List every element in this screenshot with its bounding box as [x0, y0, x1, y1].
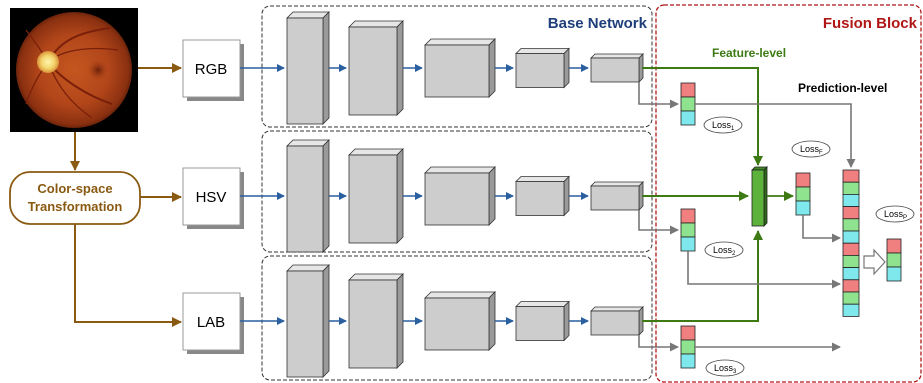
concatenated-stack-cell-12: [842, 303, 860, 317]
svg-text:Loss3: Loss3: [714, 363, 737, 375]
arrow-to-pred-lab: [638, 335, 679, 352]
layer-lab-1: [286, 264, 330, 378]
fusion-output-stack-cell-3: [795, 200, 811, 216]
prediction-stack-lab-cell-1: [680, 325, 696, 341]
green-arrow-lab: [642, 230, 763, 322]
concatenated-stack-cell-8: [842, 254, 860, 268]
loss3-label: Loss3: [705, 359, 745, 377]
layer-lab-2: [348, 273, 404, 369]
final-prediction-stack-cell-2: [886, 252, 902, 268]
layer-hsv-3: [424, 166, 496, 226]
green-arrow-rgb: [642, 67, 763, 166]
color-space-transformation-box: [9, 171, 141, 225]
brown-arrows: [70, 63, 182, 327]
loss2-label: Loss2: [704, 241, 744, 259]
final-prediction-stack-cell-1: [886, 238, 902, 254]
prediction-stack-rgb-cell-2: [680, 96, 696, 112]
lossp-label: LossP: [875, 205, 915, 223]
concatenated-stack-cell-5: [842, 218, 860, 232]
layer-rgb-2: [348, 20, 404, 116]
arrow-to-pred-hsv: [638, 210, 679, 235]
layer-hsv-2: [348, 148, 404, 244]
input-rgb-label: RGB: [195, 61, 228, 78]
input-lab-label: LAB: [197, 314, 225, 331]
concatenated-stack-cell-11: [842, 291, 860, 305]
input-hsv-box: HSV: [182, 167, 244, 229]
loss1-label: Loss1: [703, 116, 743, 134]
layer-lab-3: [424, 291, 496, 351]
final-prediction-stack: [886, 238, 902, 282]
input-lab-box: LAB: [182, 292, 244, 354]
fundus-image: [10, 8, 138, 132]
base-network-title: Base Network: [548, 15, 648, 32]
base-network-region-hsv: [261, 130, 653, 253]
prediction-stack-hsv-cell-2: [680, 222, 696, 238]
prediction-stack-rgb: [680, 82, 696, 126]
transform-label-line1: Color-space: [37, 181, 112, 196]
svg-text:Loss1: Loss1: [712, 120, 735, 132]
svg-text:LossP: LossP: [884, 209, 907, 221]
feature-fusion-bar: [751, 166, 768, 227]
layer-hsv-1: [286, 139, 330, 253]
fusion-output-stack: [795, 172, 811, 216]
arrow-to-pred-rgb: [638, 82, 679, 109]
layer-rgb-1: [286, 11, 330, 125]
base-network-region-rgb: [261, 5, 653, 128]
fusion-output-stack-cell-1: [795, 172, 811, 188]
prediction-stack-lab: [680, 325, 696, 369]
concatenated-stack-cell-6: [842, 230, 860, 244]
lossf-label: LossF: [791, 140, 831, 158]
prediction-stack-lab-cell-3: [680, 353, 696, 369]
prediction-stack-hsv-cell-1: [680, 208, 696, 224]
concatenated-stack-cell-3: [842, 193, 860, 207]
concatenated-stack-cell-2: [842, 181, 860, 195]
layer-hsv-5: [590, 181, 644, 211]
fusion-block-title: Fusion Block: [823, 15, 918, 32]
input-hsv-label: HSV: [196, 189, 227, 206]
prediction-stack-rgb-cell-3: [680, 110, 696, 126]
concatenated-stack-cell-7: [842, 242, 860, 256]
layer-lab-5: [590, 306, 644, 336]
final-prediction-stack-cell-3: [886, 266, 902, 282]
layer-rgb-5: [590, 53, 644, 83]
gray-arrow-fusion-to-concat: [802, 215, 841, 243]
fusion-output-stack-cell-2: [795, 186, 811, 202]
hollow-arrow-final: [863, 248, 886, 276]
concatenated-stack-cell-1: [842, 169, 860, 183]
transform-label-line2: Transformation: [28, 199, 123, 214]
concatenated-stack-cell-4: [842, 206, 860, 220]
prediction-stack-lab-cell-2: [680, 339, 696, 355]
feature-level-label: Feature-level: [712, 46, 786, 60]
svg-text:LossF: LossF: [800, 144, 823, 156]
concatenated-stack-cell-10: [842, 279, 860, 293]
gray-arrow-rgb-to-concat: [695, 103, 856, 168]
prediction-level-label: Prediction-level: [798, 81, 887, 95]
fusion-block-contents: [638, 67, 902, 369]
layer-rgb-3: [424, 38, 496, 98]
network-layers: [240, 11, 644, 378]
layer-hsv-4: [515, 175, 570, 217]
concatenated-stack-cell-9: [842, 267, 860, 281]
prediction-stack-hsv-cell-3: [680, 236, 696, 252]
concatenated-stack: [842, 169, 860, 317]
prediction-stack-hsv: [680, 208, 696, 252]
layer-rgb-4: [515, 47, 570, 89]
fusion-block-region: [655, 4, 922, 383]
input-rgb-box: RGB: [182, 39, 244, 101]
prediction-stack-rgb-cell-1: [680, 82, 696, 98]
base-network-region-lab: [261, 255, 653, 381]
svg-text:Loss2: Loss2: [713, 245, 736, 257]
layer-lab-4: [515, 300, 570, 342]
gray-arrow-hsv-to-concat: [687, 251, 841, 289]
